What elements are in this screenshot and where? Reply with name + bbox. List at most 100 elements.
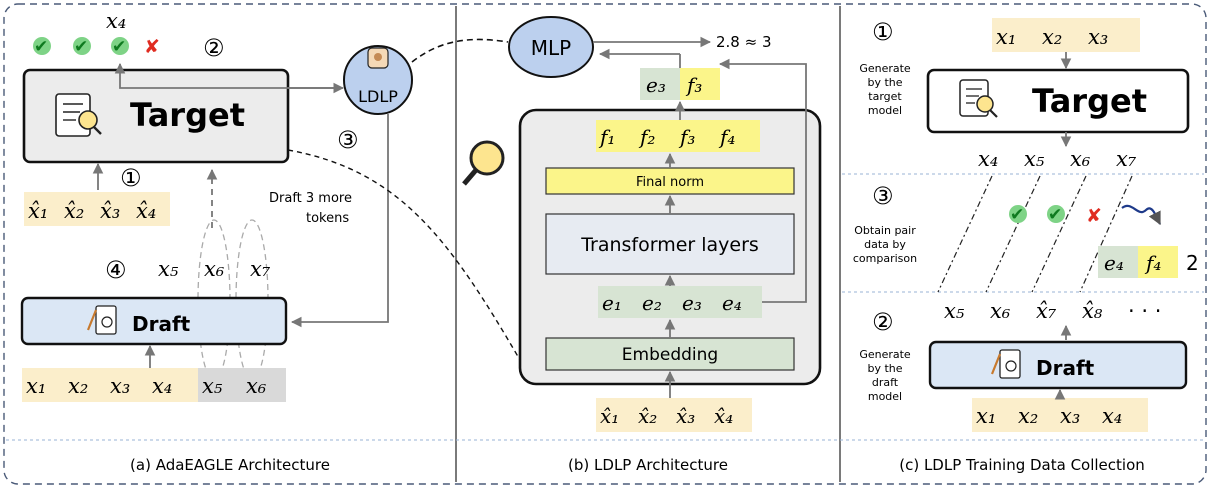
b-e3-bg	[640, 68, 680, 100]
connector-ldlp-mlp	[411, 38, 509, 63]
b-transformer-label: Transformer layers	[580, 234, 759, 256]
c-target-box	[926, 68, 1190, 134]
c-gen-draft: draft	[872, 376, 899, 389]
a-checks: ✔ ✔ ✔ ✘	[33, 36, 160, 58]
a-hat-token: x̂₃	[100, 199, 120, 223]
panel-b: MLP 2.8 ≈ 3 e₃ f₃ f₁ f₂ f₃ f₄ Final norm…	[462, 16, 822, 474]
panel-a: x₄ ✔ ✔ ✔ ✘ ② Target LDLP	[20, 9, 521, 474]
arrow-e-skip	[718, 58, 807, 303]
a-draft-out-token: x₇	[250, 257, 271, 281]
c-draft-out: x₆	[990, 299, 1011, 323]
c-step3: ③	[872, 182, 894, 210]
document-search-icon	[959, 79, 998, 118]
c-bottom-token: x₁	[976, 404, 996, 428]
c-gen-target: by the	[867, 76, 902, 89]
c-obtain: Obtain pair	[854, 224, 916, 237]
c-draft-out: x̂₇	[1036, 299, 1057, 323]
a-ldlp-circle	[343, 45, 413, 115]
a-bottom-gray-token: x₆	[246, 374, 267, 398]
c-gen-draft: model	[868, 390, 902, 403]
a-step3: ③	[337, 126, 359, 154]
b-e-token: e₁	[602, 291, 622, 315]
c-draft-out: x₅	[944, 299, 965, 323]
c-bottom-token: x₃	[1060, 404, 1080, 428]
check-icon	[73, 37, 91, 55]
c-target-out: x₅	[1024, 147, 1045, 171]
c-target-label: Target	[1032, 82, 1147, 120]
b-mlp-circle	[508, 16, 594, 78]
b-hat-token: x̂₁	[600, 404, 619, 428]
b-embedding-box	[545, 337, 795, 371]
cross-icon: ✘	[144, 36, 160, 58]
c-bottom-token: x₄	[1102, 404, 1122, 428]
c-pair-value: 2	[1186, 251, 1199, 275]
a-draft-label: Draft	[132, 312, 191, 336]
b-final-norm-label: Final norm	[636, 175, 704, 190]
b-e-token-bg	[598, 286, 762, 318]
a-bottom-token-bg	[22, 368, 198, 402]
a-bottom-token: x₁	[26, 374, 46, 398]
arrow-ldlp-draft	[290, 114, 389, 328]
b-e-token: e₃	[682, 291, 702, 315]
a-hat-token: x̂₂	[64, 199, 84, 223]
squiggle-arrow-icon	[1121, 204, 1161, 226]
b-f3-bg	[680, 68, 720, 100]
c-compare-line	[985, 175, 1041, 293]
b-f-token-bg	[596, 120, 760, 152]
c-compare-line	[937, 175, 993, 293]
check-icon: ✔	[112, 37, 126, 57]
b-hat-token: x̂₄	[714, 404, 733, 428]
connector-target-ldlp-arch	[287, 149, 521, 361]
c-f4: f₄	[1144, 251, 1161, 275]
b-hat-token: x̂₂	[638, 404, 657, 428]
b-hat-token: x̂₃	[676, 404, 695, 428]
b-embedding-label: Embedding	[622, 345, 718, 365]
a-draft-out-token: x₅	[158, 257, 179, 281]
a-draft-box	[20, 296, 288, 346]
a-bottom-token: x₃	[110, 374, 130, 398]
c-target-out: x₆	[1070, 147, 1091, 171]
a-hat-token: x̂₁	[28, 199, 48, 223]
c-step1: ①	[872, 18, 894, 46]
c-step2: ②	[872, 308, 894, 336]
c-bottom-token-bg	[972, 398, 1148, 432]
check-icon	[1047, 205, 1065, 223]
person-icon	[367, 47, 389, 69]
check-icon	[111, 37, 129, 55]
draft-document-icon	[990, 349, 1021, 379]
a-bottom-token: x₄	[152, 374, 172, 398]
b-transformer-box	[545, 213, 795, 275]
a-step2: ②	[203, 34, 225, 62]
panel-c: ① Generate by the target model x₁ x₂ x₃ …	[853, 18, 1199, 474]
b-e3: e₃	[646, 73, 666, 97]
c-obtain: data by	[864, 238, 906, 251]
c-target-out: x₄	[978, 147, 998, 171]
c-draft-out: · · ·	[1128, 299, 1161, 323]
c-f4-bg	[1138, 246, 1178, 278]
c-gen-target: Generate	[859, 62, 911, 75]
caption-c: (c) LDLP Training Data Collection	[899, 456, 1145, 474]
caption-a: (a) AdaEAGLE Architecture	[130, 456, 330, 474]
c-e4: e₄	[1104, 251, 1124, 275]
b-e-token: e₂	[642, 291, 662, 315]
a-step4: ④	[105, 256, 127, 284]
c-obtain: comparison	[853, 252, 917, 265]
a-draft-more-line2: tokens	[306, 211, 349, 226]
c-gen-draft: Generate	[859, 348, 911, 361]
b-e-token: e₄	[722, 291, 742, 315]
a-ldlp-label: LDLP	[358, 87, 398, 106]
c-gen-target: target	[868, 90, 902, 103]
a-bottom-gray-token: x₅	[202, 374, 223, 398]
check-icon: ✔	[1010, 205, 1024, 225]
b-hat-token-bg	[596, 398, 752, 432]
c-draft-box	[928, 340, 1188, 390]
outer-frame	[3, 3, 1207, 485]
check-icon: ✔	[34, 37, 48, 57]
a-step1: ①	[120, 164, 142, 192]
b-f-token: f₃	[678, 125, 695, 149]
a-target-box	[22, 68, 290, 164]
c-draft-out: x̂₈	[1082, 299, 1103, 323]
c-top-token: x₁	[996, 25, 1016, 49]
cross-icon: ✘	[1086, 205, 1102, 227]
